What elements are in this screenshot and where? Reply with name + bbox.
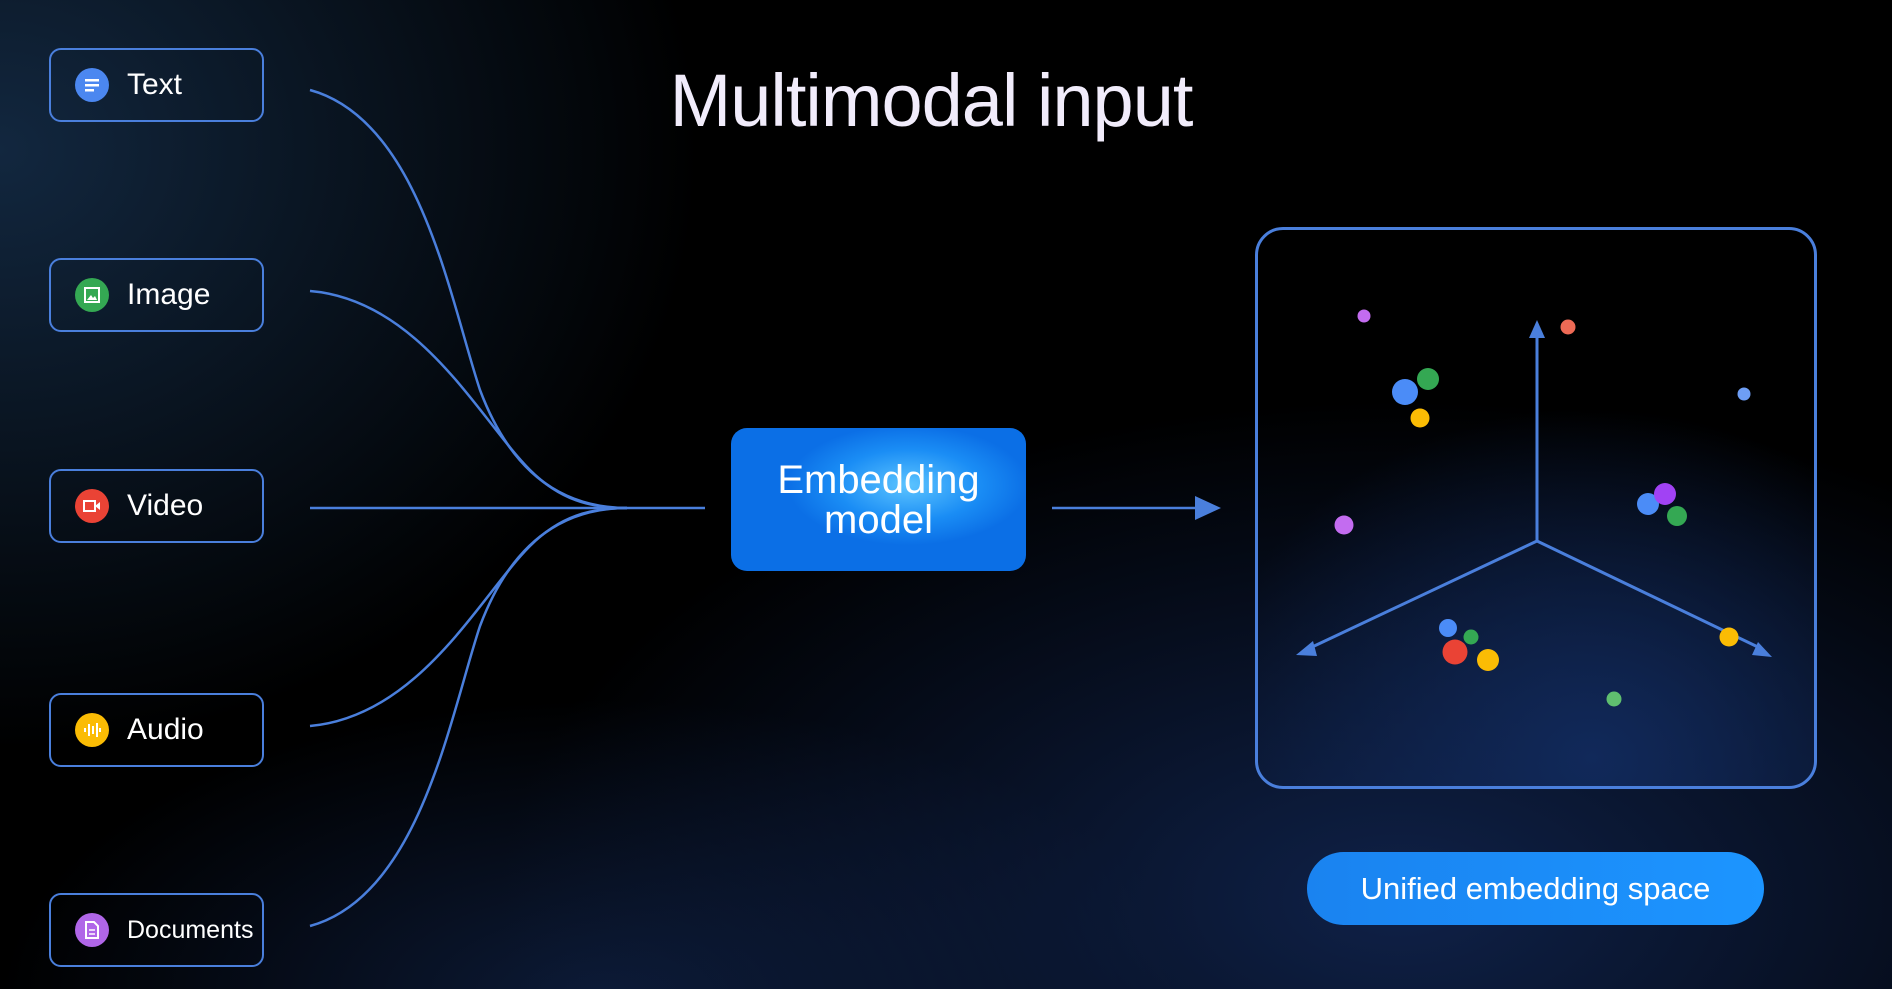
connector-documents <box>309 506 628 928</box>
point <box>1439 619 1457 637</box>
input-text: Text <box>49 48 264 122</box>
audio-waveform-icon <box>75 713 109 747</box>
axis-left-arrowhead <box>1296 641 1317 656</box>
axis-up-arrowhead <box>1529 320 1545 338</box>
video-camera-icon <box>75 489 109 523</box>
unified-embedding-space-text: Unified embedding space <box>1360 870 1711 906</box>
input-label: Text <box>127 68 183 101</box>
embedding-model-box: Embedding model <box>731 428 1026 571</box>
document-icon <box>75 913 109 947</box>
text-lines-icon <box>75 68 109 102</box>
axis-right-arrowhead <box>1752 642 1772 657</box>
point <box>1719 627 1739 647</box>
point <box>1442 639 1468 665</box>
input-label: Documents <box>127 915 254 944</box>
point <box>1477 649 1499 671</box>
point <box>1737 387 1751 401</box>
input-label: Audio <box>127 713 204 746</box>
point <box>1606 691 1622 707</box>
axis-left <box>1309 539 1538 650</box>
input-image: Image <box>49 258 264 332</box>
input-label: Video <box>127 489 204 522</box>
page-title: Multimodal input <box>669 59 1194 142</box>
point <box>1560 319 1576 335</box>
embedding-points <box>1334 309 1751 707</box>
point <box>1417 368 1439 390</box>
input-label: Image <box>127 278 211 311</box>
point <box>1667 506 1687 526</box>
input-documents: Documents <box>49 893 264 967</box>
unified-embedding-space-label: Unified embedding space <box>1307 852 1764 925</box>
output-arrow-head <box>1195 496 1221 520</box>
image-icon <box>75 278 109 312</box>
embedding-model-label: Embedding model <box>777 457 980 542</box>
point <box>1463 629 1479 645</box>
point <box>1410 408 1430 428</box>
input-audio: Audio <box>49 693 264 767</box>
point <box>1392 379 1418 405</box>
point <box>1637 493 1659 515</box>
connector-image <box>309 289 628 510</box>
input-video: Video <box>49 469 264 543</box>
point <box>1334 515 1354 535</box>
point <box>1357 309 1371 323</box>
point <box>1654 483 1676 505</box>
